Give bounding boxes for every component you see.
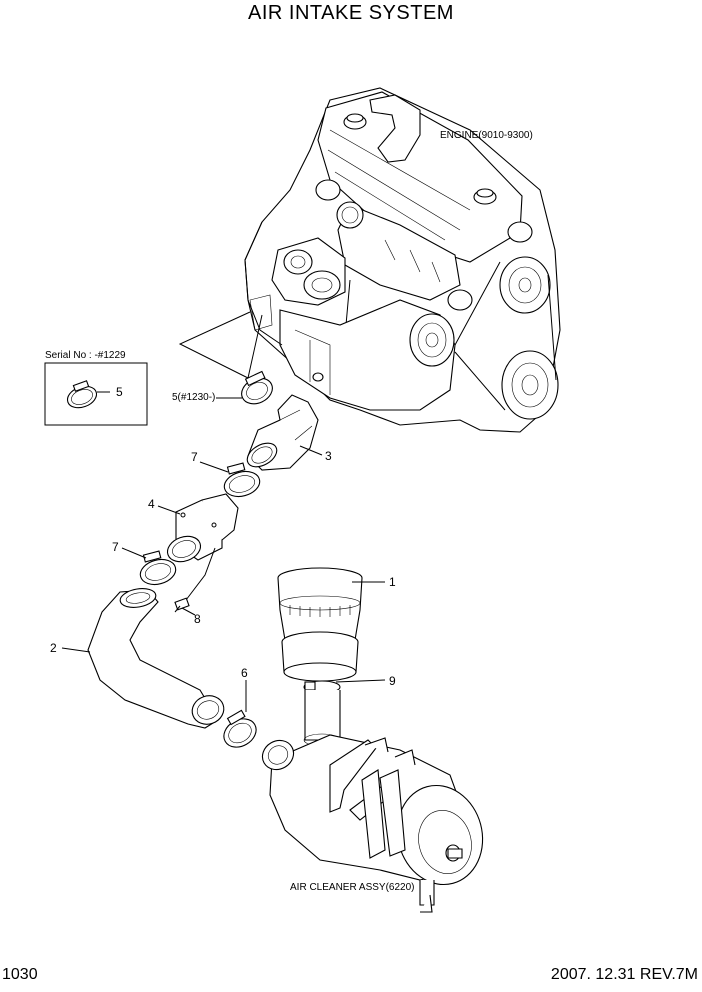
page-title: AIR INTAKE SYSTEM [248, 2, 454, 24]
engine-illustration [244, 87, 561, 433]
revision-date: 2007. 12.31 REV.7M [550, 966, 698, 983]
clamp-serial-label: 5(#1230-) [172, 392, 216, 403]
callout-6: 6 [241, 666, 248, 680]
callout-1: 1 [389, 575, 396, 589]
clamp-7-upper [223, 462, 261, 498]
hose-elbow-3 [246, 394, 319, 471]
air-cleaner-assy [261, 567, 484, 913]
clamp-5 [241, 370, 273, 405]
bolt-8 [174, 597, 190, 613]
clamp-6 [223, 709, 257, 748]
callout-4: 4 [148, 497, 155, 511]
clamp-small-5 [66, 380, 98, 409]
flange-pipe-4 [166, 493, 239, 563]
serial-label: Serial No : -#1229 [45, 350, 126, 361]
serial-box [44, 362, 148, 426]
air-cleaner-label: AIR CLEANER ASSY(6220) [290, 882, 415, 893]
engine-label: ENGINE(9010-9300) [440, 130, 533, 141]
callout-3: 3 [325, 449, 332, 463]
callout-7-lower: 7 [112, 540, 119, 554]
page-number: 1030 [2, 966, 38, 983]
callout-5-box: 5 [116, 385, 123, 399]
callout-8: 8 [194, 612, 201, 626]
clamp-7-lower [139, 550, 177, 586]
callout-2: 2 [50, 641, 57, 655]
callout-9: 9 [389, 674, 396, 688]
hose-2 [87, 588, 225, 729]
callout-7-upper: 7 [191, 450, 198, 464]
